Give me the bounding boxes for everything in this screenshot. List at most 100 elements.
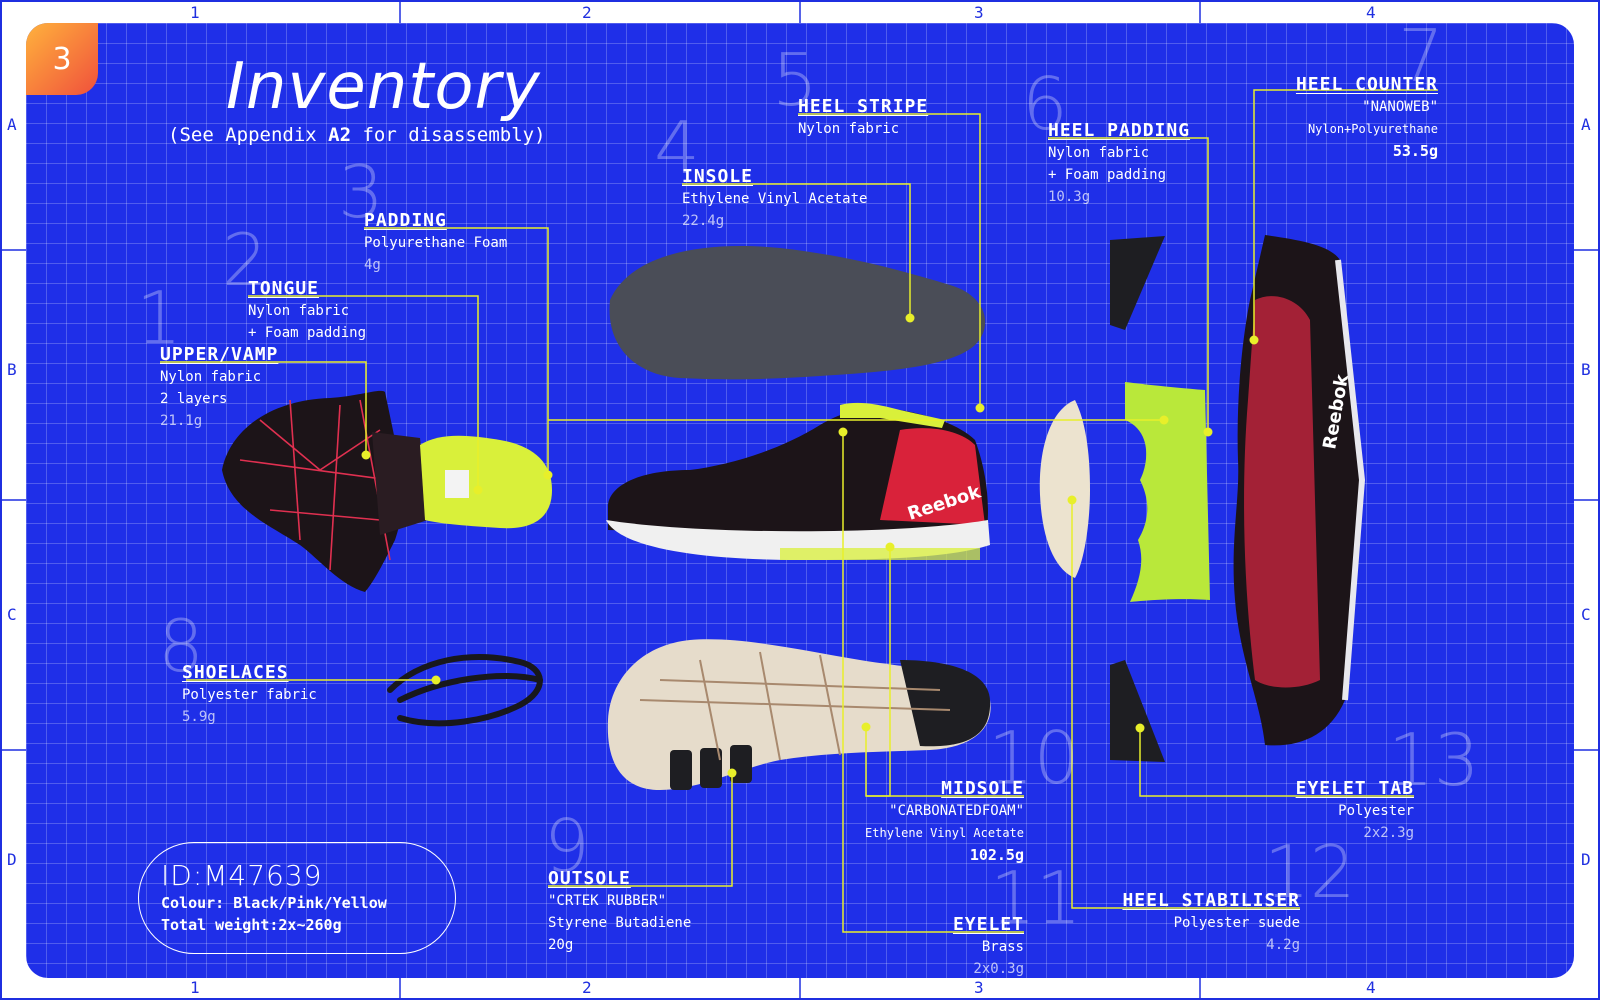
insole-shape — [609, 245, 986, 380]
ruler-row-a-left: A — [7, 115, 17, 134]
part-name: INSOLE — [682, 166, 754, 187]
part-number-8: 8 — [158, 604, 204, 688]
part-weight: 4g — [364, 257, 381, 273]
product-colour-value: Black/Pink/Yellow — [233, 894, 387, 912]
shoelaces-shape — [387, 654, 543, 727]
subtitle-post: for disassembly) — [351, 124, 546, 146]
product-colour: Colour: Black/Pink/Yellow — [161, 892, 455, 914]
part-number-5: 5 — [772, 38, 818, 122]
part-name: HEEL STABILISER — [1122, 890, 1300, 911]
part-number-3: 3 — [338, 150, 384, 234]
part-label-upper-vamp: UPPER/VAMP Nylon fabric 2 layers 21.1g — [160, 344, 278, 432]
part-label-outsole: OUTSOLE "CRTEK RUBBER" Styrene Butadiene… — [548, 868, 691, 956]
leader-heel-counter — [1253, 89, 1438, 340]
part-label-heel-padding: HEEL PADDING Nylon fabric + Foam padding… — [1048, 120, 1190, 208]
heel-counter-edge — [1335, 259, 1366, 701]
ruler-col-3-bottom: 3 — [974, 978, 984, 997]
shoe-heel-red — [880, 428, 985, 525]
part-material: "NANOWEB" — [1362, 99, 1438, 115]
part-weight: 22.4g — [682, 213, 725, 229]
marker-heel-counter — [1249, 335, 1259, 345]
leader-midsole-2 — [866, 547, 891, 797]
part-number-2: 2 — [222, 218, 268, 302]
product-id: ID:M47639 — [161, 859, 455, 892]
part-material: Nylon fabric — [248, 303, 350, 319]
product-id-card: ID:M47639 Colour: Black/Pink/Yellow Tota… — [138, 842, 456, 954]
part-label-eyelet-tab: EYELET TAB Polyester 2x2.3g — [1234, 778, 1414, 844]
part-weight: 4.2g — [1266, 937, 1300, 953]
leader-heel-stabiliser — [1071, 500, 1300, 909]
part-name: SHOELACES — [182, 662, 289, 683]
ruler-row-c-left: C — [7, 605, 17, 624]
part-name: HEEL STRIPE — [798, 96, 929, 117]
part-name: UPPER/VAMP — [160, 344, 279, 365]
tongue-shape — [420, 435, 552, 529]
part-name: HEEL COUNTER — [1295, 74, 1438, 95]
leader-upper-vamp — [160, 361, 367, 455]
leader-outsole — [548, 773, 733, 887]
page-subtitle: (See Appendix A2 for disassembly) — [168, 124, 546, 146]
marker-eyelet — [838, 427, 848, 437]
part-material: Polyurethane Foam — [364, 235, 508, 251]
part-label-eyelet: EYELET Brass 2x0.3g — [824, 914, 1024, 980]
part-material: Polyester suede — [1173, 915, 1300, 931]
part-name: PADDING — [364, 210, 447, 231]
marker-padding — [543, 470, 553, 480]
part-weight: 53.5g — [1392, 142, 1438, 160]
ruler-row-b-left: B — [7, 360, 17, 379]
leader-heel-stripe — [798, 113, 981, 408]
part-name: EYELET TAB — [1295, 778, 1414, 799]
leader-padding — [364, 227, 549, 475]
upper-vamp-collar — [372, 432, 428, 535]
product-weight-label: Total weight: — [161, 916, 279, 934]
ruler-row-c-right: C — [1581, 605, 1591, 624]
subtitle-pre: (See Appendix — [168, 124, 329, 146]
ruler-col-1-bottom: 1 — [190, 978, 200, 997]
part-material: Nylon fabric — [160, 369, 262, 385]
eyelet-tab-bottom-shape — [1110, 660, 1165, 762]
marker-heel-stabiliser — [1067, 495, 1077, 505]
shoe-collar-yellow — [840, 402, 945, 428]
part-name: OUTSOLE — [548, 868, 631, 889]
part-weight: 2x2.3g — [1363, 825, 1414, 841]
ruler-col-1-top: 1 — [190, 3, 200, 22]
part-material: "CRTEK RUBBER" — [548, 893, 667, 909]
part-name: EYELET — [952, 914, 1024, 935]
leader-eyelet-tab — [1139, 728, 1414, 797]
part-name: HEEL PADDING — [1048, 120, 1191, 141]
leader-heel-padding — [1048, 137, 1209, 432]
eyelet-tab-top-shape — [1110, 236, 1165, 330]
outsole-heel-tread — [900, 660, 991, 747]
part-material-2: Nylon+Polyurethane — [1307, 122, 1438, 136]
ruler-row-a-right: A — [1581, 115, 1591, 134]
part-material: Brass — [981, 939, 1024, 955]
ruler-row-b-right: B — [1581, 360, 1591, 379]
part-label-shoelaces: SHOELACES Polyester fabric 5.9g — [182, 662, 317, 728]
ruler-col-4-top: 4 — [1366, 3, 1376, 22]
product-total-weight: Total weight:2x~260g — [161, 914, 455, 936]
outsole-grooves — [639, 651, 951, 761]
ruler-col-4-bottom: 4 — [1366, 978, 1376, 997]
part-material: Nylon fabric — [798, 121, 900, 137]
part-material-2: + Foam padding — [1048, 167, 1167, 183]
part-material: Polyester fabric — [182, 687, 317, 703]
part-material: Nylon fabric — [1048, 145, 1150, 161]
ruler-row-d-right: D — [1581, 850, 1591, 869]
part-weight: 20g — [548, 937, 574, 953]
heel-stabiliser-shape — [1039, 400, 1090, 578]
ruler-row-d-left: D — [7, 850, 17, 869]
part-label-heel-stabiliser: HEEL STABILISER Polyester suede 4.2g — [1080, 890, 1300, 956]
part-label-midsole: MIDSOLE "CARBONATEDFOAM" Ethylene Vinyl … — [824, 778, 1024, 866]
part-weight: 2x0.3g — [973, 961, 1024, 977]
ruler-col-3-top: 3 — [974, 3, 984, 22]
part-number-10: 10 — [988, 716, 1080, 800]
marker-heel-padding-2 — [1159, 415, 1169, 425]
subtitle-appendix: A2 — [328, 124, 352, 146]
outsole-forefoot-tread — [670, 745, 752, 790]
tongue-label-tag — [445, 470, 469, 498]
part-material: Ethylene Vinyl Acetate — [682, 191, 868, 207]
part-label-heel-counter: HEEL COUNTER "NANOWEB" Nylon+Polyurethan… — [1238, 74, 1438, 162]
